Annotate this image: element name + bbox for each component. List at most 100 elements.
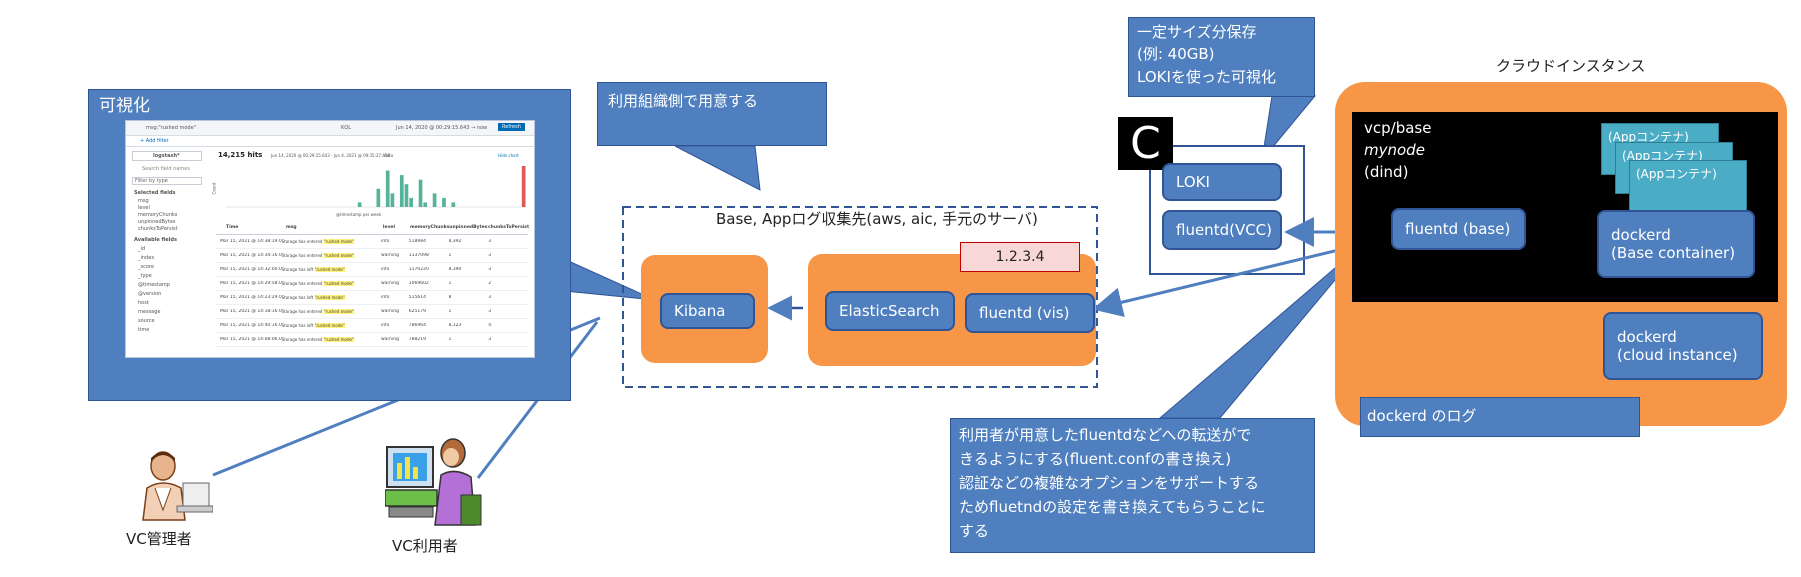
kibana-top-bar: msg:"rushed mode" KQL Jun 14, 2020 @ 00:… [126, 121, 534, 136]
dind-label: (dind) [1364, 163, 1409, 181]
field-item[interactable]: level [138, 205, 150, 211]
date-range[interactable]: Jun 14, 2020 @ 00:29:15.643 → now [396, 125, 488, 131]
field-item[interactable]: unpinnedBytes [138, 219, 176, 225]
dockerd-cloud-line2: (cloud instance) [1617, 346, 1738, 364]
fluentd-vcc-node[interactable]: fluentd(VCC) [1162, 210, 1282, 250]
callout-org-text: 利用組織側で用意する [608, 92, 759, 110]
interval-select[interactable]: Auto [384, 153, 394, 158]
table-cell: 3 [488, 337, 492, 342]
cloud-title: クラウドインスタンス [1496, 57, 1646, 75]
histogram-bar [399, 175, 404, 207]
callout-users-line4: ためfluetndの設定を書き換えてもらうことに [959, 498, 1266, 516]
table-cell: info [380, 267, 390, 272]
admin-label: VC管理者 [126, 530, 192, 548]
add-filter-link[interactable]: + Add filter [140, 138, 169, 144]
column-header[interactable]: chunksToPersist [488, 225, 530, 230]
fluentd-base-node[interactable]: fluentd (base) [1391, 208, 1526, 250]
field-item[interactable]: time [138, 327, 150, 333]
field-item[interactable]: _score [138, 264, 154, 270]
table-cell: 8 [448, 295, 452, 300]
table-cell: Mar 15, 2021 @ 14:23:29.000 [220, 295, 282, 300]
loki-node[interactable]: LOKI [1162, 163, 1282, 201]
admin-icon [142, 451, 213, 521]
table-cell: Storage has left "rushed mode" [281, 323, 345, 328]
table-cell: 3 [488, 239, 492, 244]
dockerd-base-node[interactable]: dockerd (Base container) [1597, 210, 1755, 278]
selected-field-list: msg level memoryChunks unpinnedBytes chu… [138, 198, 178, 233]
column-header[interactable]: unpinnedBytes [449, 225, 488, 230]
column-header[interactable]: memoryChunks [410, 225, 450, 230]
callout-storage: 一定サイズ分保存 (例: 40GB) LOKIを使った可視化 [1128, 17, 1315, 97]
table-cell: Mar 15, 2021 @ 14:32:00.000 [220, 267, 282, 272]
callout-users-line1: 利用者が用意したfluentdなどへの転送がで [959, 426, 1252, 444]
query-input[interactable]: msg:"rushed mode" [146, 125, 196, 131]
table-cell: 1069602 [408, 281, 429, 286]
kibana-sidebar: logstash* Search field names Filter by t… [130, 151, 212, 351]
dockerd-base-line2: (Base container) [1611, 244, 1736, 262]
kibana-node[interactable]: Kibana [660, 293, 755, 329]
callout-users: 利用者が用意したfluentdなどへの転送がで きるようにする(fluent.c… [950, 418, 1315, 553]
dockerd-cloud-line1: dockerd [1617, 328, 1677, 346]
visualization-box: 可視化 msg:"rushed mode" KQL Jun 14, 2020 @… [88, 89, 571, 401]
table-cell: 1 [448, 253, 452, 258]
field-item[interactable]: @timestamp [138, 282, 170, 288]
table-cell: 625179 [408, 309, 426, 314]
hits-range: Jun 14, 2020 @ 00:29:15.643 - Jun 4, 202… [271, 153, 390, 158]
table-cell: Storage has left "rushed mode" [281, 295, 345, 300]
table-cell: warning [380, 253, 399, 258]
callout-storage-line1: 一定サイズ分保存 [1137, 23, 1257, 41]
field-item[interactable]: _type [138, 273, 152, 279]
hide-chart-link[interactable]: Hide chart [498, 153, 519, 158]
field-item[interactable]: chunksToPersist [138, 226, 178, 232]
refresh-button[interactable]: Refresh [498, 123, 525, 131]
table-cell: 1 [448, 309, 452, 314]
table-cell: 788219 [408, 337, 426, 342]
mynode-label: mynode [1364, 141, 1425, 159]
table-cell: Storage has entered "rushed mode" [281, 309, 354, 314]
table-cell: warning [380, 281, 399, 286]
elasticsearch-node[interactable]: ElasticSearch [825, 291, 955, 331]
field-item[interactable]: @version [138, 291, 162, 297]
field-item[interactable]: msg [138, 198, 149, 204]
histogram-bar [385, 170, 390, 207]
index-pattern-select[interactable]: logstash* [132, 151, 202, 161]
collection-title: Base, Appログ収集先(aws, aic, 手元のサーバ) [716, 210, 1038, 228]
callout-storage-line2: (例: 40GB) [1137, 45, 1215, 63]
field-item[interactable]: source [138, 318, 155, 324]
field-item[interactable]: host [138, 300, 149, 306]
column-header[interactable]: level [382, 225, 396, 230]
column-header[interactable]: Time [226, 225, 239, 230]
table-cell: 8,390 [448, 267, 462, 272]
callout-org: 利用組織側で用意する [597, 82, 827, 146]
table-cell: Storage has entered "rushed mode" [281, 337, 354, 342]
field-item[interactable]: message [138, 309, 161, 315]
table-cell: 2 [488, 281, 492, 286]
dockerd-cloud-node[interactable]: dockerd (cloud instance) [1603, 312, 1763, 380]
kql-label[interactable]: KQL [341, 125, 351, 131]
table-cell: 8,392 [448, 239, 462, 244]
field-item[interactable]: _index [138, 255, 155, 261]
filter-type-select[interactable]: Filter by type [132, 177, 202, 185]
field-item[interactable]: memoryChunks [138, 212, 178, 218]
dockerd-log-text: dockerd のログ [1367, 407, 1477, 425]
app-container[interactable]: (Appコンテナ) [1629, 160, 1747, 212]
table-cell: Mar 15, 2021 @ 14:34:16.000 [220, 253, 282, 258]
search-field-input[interactable]: Search field names [142, 166, 190, 172]
table-cell: Storage has entered "rushed mode" [281, 281, 354, 286]
callout-tail-org [674, 145, 761, 191]
fluentd-vis-node[interactable]: fluentd (vis) [965, 293, 1095, 333]
table-cell: 1170220 [408, 267, 429, 272]
selected-fields-title: Selected fields [134, 190, 176, 196]
column-header[interactable]: msg [286, 225, 297, 230]
field-item[interactable]: _id [138, 246, 146, 252]
histogram-bar [442, 197, 446, 207]
